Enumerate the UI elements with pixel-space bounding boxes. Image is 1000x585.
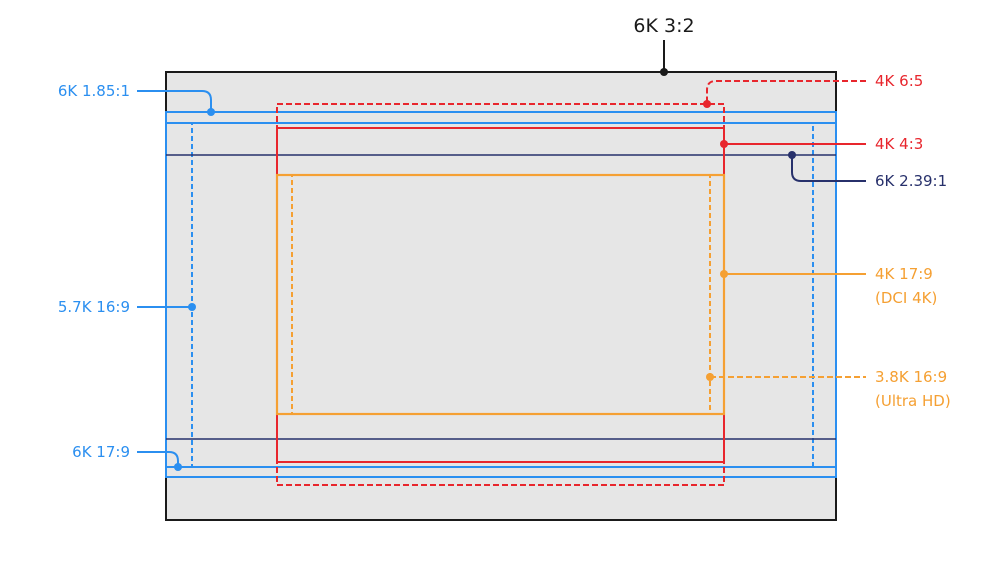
leader-dot-4k-17-9 (720, 270, 728, 278)
label-4k-17-9-sub: (DCI 4K) (875, 289, 937, 307)
frame-3-8k-16-9 (291, 174, 711, 415)
leader-dot-5-7k-16-9 (188, 303, 196, 311)
leader-6k-1-85 (137, 90, 212, 112)
label-6k-17-9: 6K 17:9 (72, 443, 130, 461)
label-6k-3-2: 6K 3:2 (633, 15, 694, 37)
leader-6k-17-9 (137, 451, 179, 467)
leader-dot-6k-2-39 (788, 151, 796, 159)
leader-dot-4k-6-5 (703, 100, 711, 108)
label-4k-17-9: 4K 17:9 (875, 265, 933, 283)
sensor-area-6k-3-2 (165, 71, 837, 521)
frame-6k-1-85 (165, 111, 837, 478)
leader-dot-4k-4-3 (720, 140, 728, 148)
label-4k-6-5: 4K 6:5 (875, 72, 923, 90)
leader-dot-6k-17-9 (174, 463, 182, 471)
leader-dot-6k-3-2 (660, 68, 668, 76)
leader-6k-2-39 (791, 155, 866, 182)
label-5-7k-16-9: 5.7K 16:9 (58, 298, 130, 316)
label-6k-1-85: 6K 1.85:1 (58, 82, 130, 100)
label-6k-2-39: 6K 2.39:1 (875, 172, 947, 190)
leader-dot-3-8k-16-9 (706, 373, 714, 381)
leader-dot-6k-1-85 (207, 108, 215, 116)
label-3-8k-16-9: 3.8K 16:9 (875, 368, 947, 386)
label-4k-4-3: 4K 4:3 (875, 135, 923, 153)
frame-5-7k-16-9 (191, 122, 814, 468)
label-3-8k-16-9-sub: (Ultra HD) (875, 392, 951, 410)
leader-4k-6-5 (706, 80, 866, 104)
